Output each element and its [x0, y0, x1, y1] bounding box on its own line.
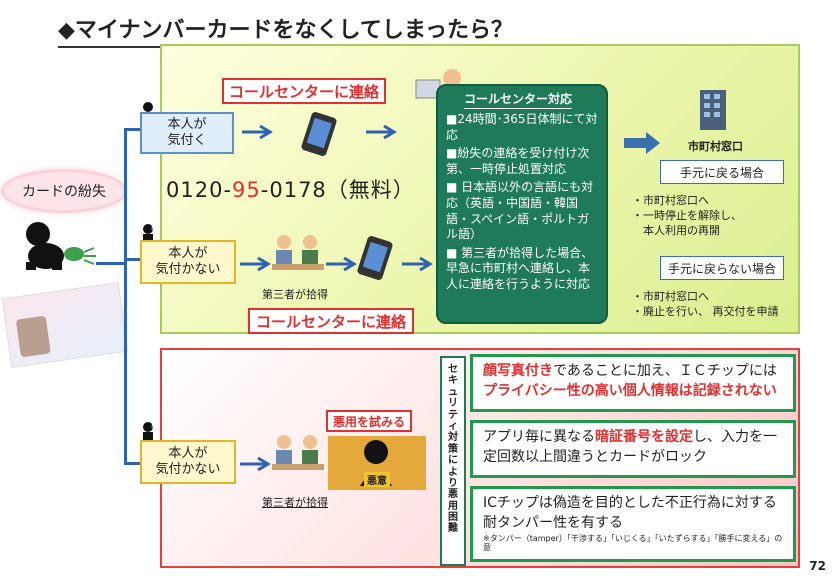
panel-item: ■ 第三者が拾得した場合、早急に市町村へ連絡し、本人に連絡を行うように対応 — [446, 245, 594, 291]
panel-item: ■ 日本語以外の言語にも対応（英語・中国語・韓国語・スペイン語・ポルトガル語） — [446, 180, 594, 242]
misuse-text: 悪用を試みる — [332, 414, 405, 429]
callcenter-callout-top: コールセンターに連絡 — [222, 78, 386, 104]
phone-mid: 95 — [232, 178, 261, 202]
callout-text: コールセンターに連絡 — [228, 82, 379, 101]
security-vertical-label: セキュリティ対策により悪用困難 — [440, 356, 466, 566]
finder-people-icon — [272, 235, 324, 270]
security-box-tamper: ICチップは偽造を目的とした不正行為に対する耐タンパー性を有する ※タンパー（t… — [470, 486, 796, 562]
lost-card-burst: カードの紛失 — [4, 172, 124, 210]
branch-text: 本人が — [168, 245, 208, 261]
note-line: 本人利用の再開 — [632, 223, 720, 237]
not-returned-case-box: 手元に戻らない場合 — [660, 256, 784, 280]
malice-badge: 悪意 — [364, 472, 390, 487]
arrow-right-icon — [242, 124, 273, 140]
callcenter-panel: コールセンター対応 ■24時間･365日体制にて対応 ■紛失の連絡を受け付け次第… — [436, 84, 608, 324]
security-vertical-text: セキュリティ対策により悪用困難 — [448, 364, 458, 535]
arrow-right-icon — [326, 256, 357, 272]
security-emphasis: プライバシー性の高い個人情報は記録されない — [483, 383, 777, 400]
security-text: ICチップは偽造を目的とした不正行為に対する耐タンパー性を有する — [483, 495, 777, 532]
building-icon — [700, 90, 726, 130]
branch-line — [124, 128, 127, 462]
mynumber-card-image — [1, 282, 129, 368]
callout-text: コールセンターに連絡 — [255, 312, 406, 331]
returned-case-label: 手元に戻る場合 — [679, 165, 764, 180]
page-number: 72 — [809, 559, 826, 573]
not-returned-notes: ・市町村窓口へ ・廃止を行い、 再交付を申請 — [632, 290, 779, 320]
not-returned-case-label: 手元に戻らない場合 — [667, 261, 776, 276]
security-emphasis: 顔写真付き — [483, 363, 553, 379]
branch-line — [124, 258, 140, 261]
branch-line — [124, 462, 140, 465]
note-line: ・市町村窓口へ — [632, 194, 709, 207]
smartphone-icon — [301, 112, 337, 156]
municipal-office-label: 市町村窓口 — [688, 140, 743, 153]
arrow-right-icon — [366, 124, 397, 140]
security-text: アプリ毎に異なる — [483, 429, 595, 445]
arrow-right-icon — [240, 456, 271, 472]
security-box-pin: アプリ毎に異なる暗証番号を設定し、入力を一定回数以上間違うとカードがロック — [470, 420, 796, 478]
arrow-right-icon — [402, 256, 433, 272]
smartphone-icon — [357, 236, 393, 280]
branch-text: 本人が — [167, 116, 207, 132]
returned-notes: ・市町村窓口へ ・一時停止を解除し、 本人利用の再開 — [632, 194, 742, 239]
branch-text: 気付かない — [155, 462, 221, 477]
callcenter-callout-bottom: コールセンターに連絡 — [248, 308, 414, 334]
branch-text: 気付かない — [155, 262, 221, 277]
security-box-photo: 顔写真付きであることに加え、ＩＣチップにはプライバシー性の高い個人情報は記録され… — [470, 354, 796, 412]
branch-owner-unaware: 本人が気付かない — [140, 240, 236, 284]
branch-owner-unaware-misuse: 本人が気付かない — [140, 440, 236, 484]
toll-free-number: 0120-95-0178（無料） — [166, 174, 415, 204]
block-arrow-right-icon — [624, 132, 660, 154]
question-person-icon: ? — [143, 223, 155, 244]
branch-text: 気付く — [167, 133, 207, 148]
phone-suffix: -0178（無料） — [260, 178, 415, 202]
security-footnote: ※タンパー（tamper）「干渉する」「いじくる」「いたずらする」「勝手に変える… — [483, 533, 783, 553]
finder-label: 第三者が拾得 — [262, 288, 328, 301]
finder-label-misuse: 第三者が拾得 — [262, 496, 328, 509]
panel-item: ■紛失の連絡を受け付け次第、一時停止処置対応 — [446, 146, 590, 176]
misuse-attempt-callout: 悪用を試みる — [326, 410, 412, 432]
lost-card-label: カードの紛失 — [22, 184, 106, 200]
page-title: ◆マイナンバーカードをなくしてしまったら？ — [58, 12, 513, 48]
callcenter-panel-header: コールセンター対応 — [464, 92, 573, 109]
note-line: ・市町村窓口へ — [632, 290, 709, 303]
question-person-icon: ? — [143, 421, 155, 442]
returned-case-box: 手元に戻る場合 — [660, 160, 784, 184]
security-text: であることに加え、ＩＣチップには — [553, 363, 777, 379]
branch-line — [124, 128, 140, 131]
card-photo — [15, 315, 51, 358]
branch-owner-notices: 本人が気付く — [140, 112, 234, 154]
branch-text: 本人が — [168, 445, 208, 461]
svg-text:?: ? — [150, 421, 155, 431]
phone-prefix: 0120- — [166, 178, 233, 202]
finder-people-icon — [272, 435, 324, 470]
panel-item: ■24時間･365日体制にて対応 — [446, 112, 598, 142]
security-text: し、入力を一定回数以上間違うとカードがロック — [483, 429, 777, 466]
security-emphasis: 暗証番号を設定 — [595, 429, 693, 445]
note-line: ・一時停止を解除し、 — [632, 208, 742, 222]
branch-line — [96, 262, 124, 265]
note-line: ・廃止を行い、 再交付を申請 — [632, 304, 779, 318]
thief-icon — [26, 222, 96, 270]
svg-text:?: ? — [150, 223, 155, 233]
arrow-right-icon — [240, 256, 271, 272]
